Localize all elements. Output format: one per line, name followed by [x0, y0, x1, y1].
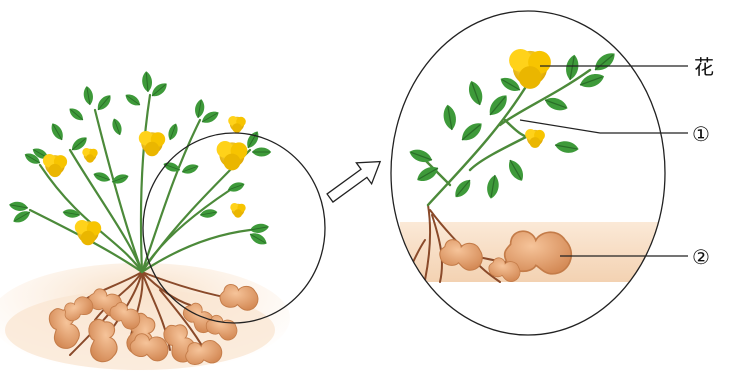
- label-part2: ②: [692, 245, 710, 269]
- zoom-flower-small: [525, 129, 545, 148]
- labels: 花 ① ②: [692, 55, 714, 269]
- magnified-view: [391, 11, 665, 335]
- label-flower: 花: [694, 55, 714, 79]
- flowers: [43, 116, 248, 245]
- stems: [30, 95, 250, 272]
- label-part1: ①: [692, 122, 710, 146]
- zoom-stems: [420, 70, 590, 205]
- leader-line-part1: [520, 120, 688, 133]
- whole-plant: [0, 71, 325, 373]
- hollow-right-arrow-icon: [322, 151, 387, 208]
